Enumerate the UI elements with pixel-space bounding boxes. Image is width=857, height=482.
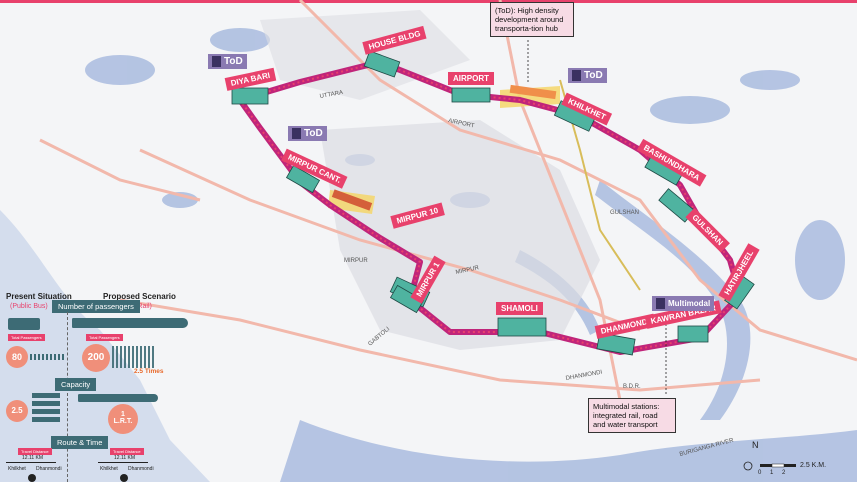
lrt-label: L.R.T. bbox=[113, 418, 133, 425]
times-label: 2.5 Times bbox=[134, 368, 164, 375]
destination-rail: Dhanmondi bbox=[128, 466, 154, 472]
present-title: Present Situation bbox=[6, 292, 72, 301]
rail-capacity-train-icon bbox=[78, 394, 158, 402]
distance-bus: 12.11 KM bbox=[22, 455, 44, 461]
route-time-header: Route & Time bbox=[51, 436, 109, 449]
building-icon bbox=[212, 56, 221, 67]
comparison-panel: Present Situation (Public Bus) Proposed … bbox=[0, 288, 200, 482]
scale-bar bbox=[743, 461, 796, 471]
multimodal-badge: Multimodal bbox=[652, 296, 715, 311]
passengers-header: Number of passengers bbox=[52, 300, 140, 313]
north-arrow: N bbox=[752, 440, 759, 450]
area-label-mirpur-road: MIRPUR bbox=[455, 265, 480, 276]
station-block-dhanmondi bbox=[596, 332, 636, 356]
scale-one: 1 bbox=[770, 470, 774, 476]
tod-label: ToD bbox=[224, 56, 243, 67]
tod-badge-diya-bari: ToD bbox=[208, 54, 247, 69]
bus-stack-icons bbox=[32, 392, 60, 422]
total-passengers-chip-rail: Total Passengers bbox=[86, 334, 123, 341]
origin-bus: Khilkhet bbox=[8, 466, 26, 472]
bus-capacity-circle: 2.5 bbox=[6, 400, 28, 422]
area-label-dhanmondi: DHANMONDI bbox=[565, 370, 603, 382]
rail-people-icons bbox=[112, 346, 154, 368]
station-block-mirpur-cant bbox=[285, 164, 321, 194]
scale-zero: 0 bbox=[758, 470, 762, 476]
station-block-kawran-bazar bbox=[677, 325, 709, 343]
divider bbox=[67, 312, 68, 482]
area-label-gabtoli: GABTOLI bbox=[367, 326, 391, 347]
station-block-diya-bari bbox=[231, 87, 269, 105]
present-subtitle: (Public Bus) bbox=[10, 303, 48, 310]
station-block-airport bbox=[451, 87, 491, 103]
bus-icon bbox=[8, 318, 40, 330]
clock-icon-rail bbox=[120, 474, 128, 482]
building-icon bbox=[572, 70, 581, 81]
station-label-shamoli: SHAMOLI bbox=[496, 302, 543, 315]
route-arrow-bus bbox=[6, 462, 56, 463]
station-block-mirpur-1 bbox=[389, 284, 425, 314]
origin-rail: Khilkhet bbox=[100, 466, 118, 472]
distance-rail: 12.11 KM bbox=[114, 455, 136, 461]
proposed-title: Proposed Scenario bbox=[103, 292, 176, 301]
travel-distance-chip-rail: Travel Distance bbox=[110, 448, 144, 455]
multimodal-label: Multimodal bbox=[668, 299, 711, 308]
train-icons bbox=[331, 84, 557, 211]
capacity-header: Capacity bbox=[55, 378, 97, 391]
area-label-bdr: B.D.R. bbox=[623, 384, 641, 390]
route-arrow-rail bbox=[98, 462, 148, 463]
scale-two: 2 bbox=[782, 470, 786, 476]
area-label-mirpur: MIRPUR bbox=[344, 258, 368, 264]
station-label-airport: AIRPORT bbox=[448, 72, 494, 85]
building-icon bbox=[292, 128, 301, 139]
building-icon bbox=[656, 298, 665, 309]
station-block-shamoli bbox=[497, 317, 547, 337]
tod-label: ToD bbox=[304, 128, 323, 139]
tod-badge-mirpur-cant: ToD bbox=[288, 126, 327, 141]
travel-distance-chip-bus: Travel Distance bbox=[18, 448, 52, 455]
train-icon bbox=[72, 318, 188, 328]
rail-passengers-circle: 200 bbox=[82, 344, 110, 372]
bus-passengers-circle: 80 bbox=[6, 346, 28, 368]
area-label-gulshan: GULSHAN bbox=[610, 210, 639, 216]
multimodal-callout: Multimodal stations: integrated rail, ro… bbox=[588, 398, 676, 433]
area-label-uttara: UTTARA bbox=[319, 90, 343, 100]
tod-badge-khilkhet: ToD bbox=[568, 68, 607, 83]
station-block-house-bldg bbox=[363, 50, 401, 78]
clock-icon-bus bbox=[28, 474, 36, 482]
destination-bus: Dhanmondi bbox=[36, 466, 62, 472]
scale-label: 2.5 K.M. bbox=[800, 462, 827, 469]
rail-capacity-circle: 1 L.R.T. bbox=[108, 404, 138, 434]
area-label-airport: AIRPORT bbox=[448, 118, 476, 129]
bus-people-icons bbox=[30, 354, 64, 360]
rail-capacity-value: 1 bbox=[121, 411, 125, 418]
total-passengers-chip-bus: Total Passengers bbox=[8, 334, 45, 341]
tod-label: ToD bbox=[584, 70, 603, 81]
tod-callout: (ToD): High density development around t… bbox=[490, 2, 574, 37]
